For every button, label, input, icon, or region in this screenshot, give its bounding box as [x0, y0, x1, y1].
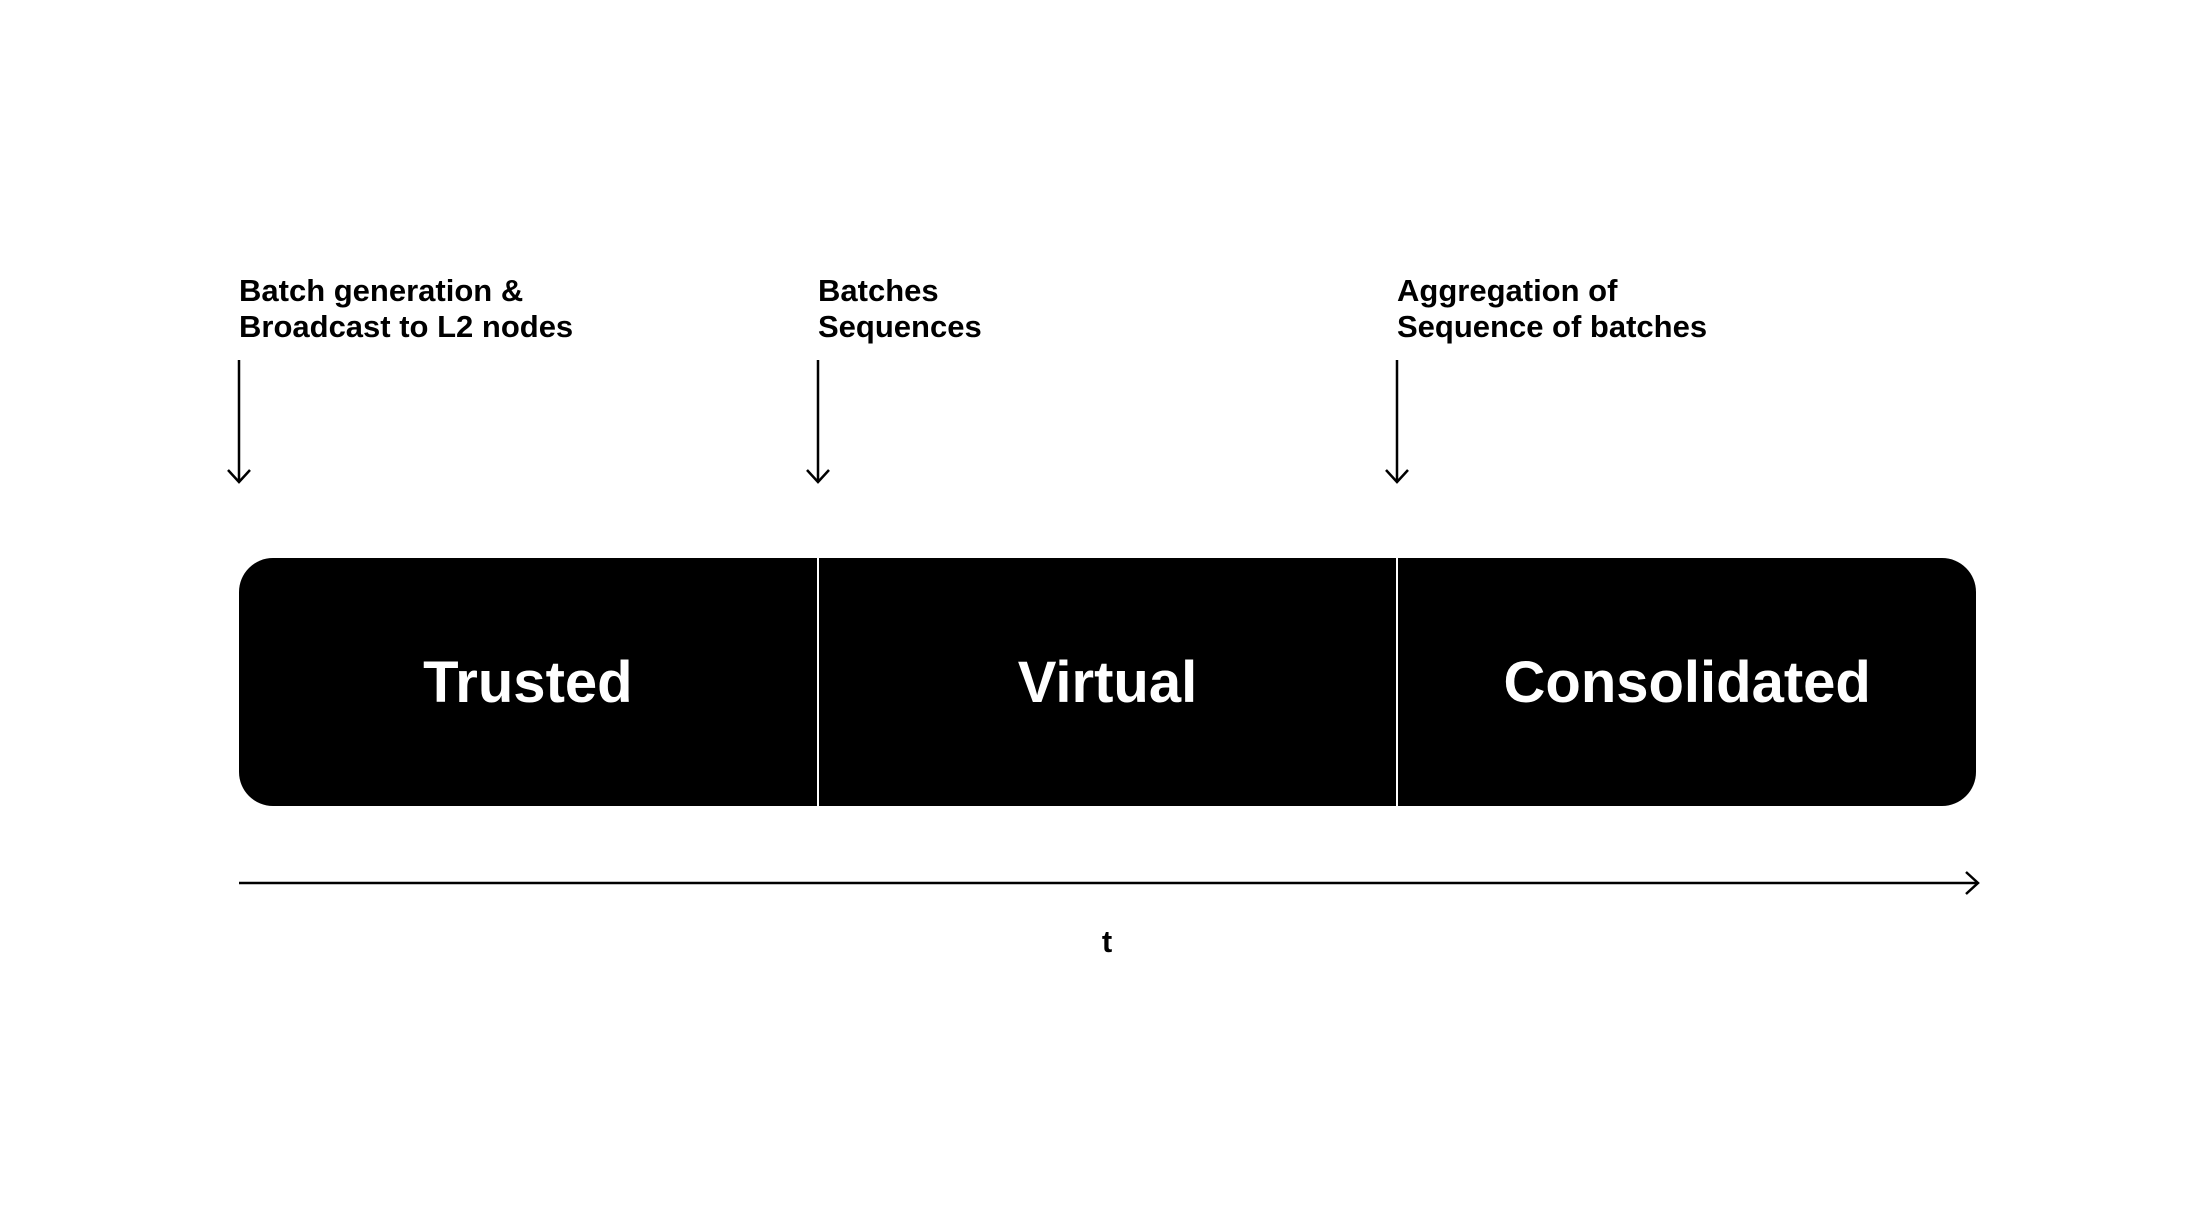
phase-trusted: Trusted: [423, 649, 633, 715]
annotation-line: Sequence of batches: [1397, 309, 1708, 344]
time-axis-label: t: [1101, 924, 1113, 959]
annotation-line: Batches: [818, 273, 939, 308]
annotation-line: Aggregation of: [1397, 273, 1618, 308]
annotation-line: Broadcast to L2 nodes: [239, 309, 574, 344]
phase-bar: Trusted Virtual Consolidated: [239, 558, 1976, 806]
stage-annotation: Batch generation & Broadcast to L2 nodes: [239, 273, 573, 345]
annotation-line: Sequences: [818, 309, 982, 344]
down-arrow-icon: [1385, 360, 1409, 484]
phase-consolidated: Consolidated: [1396, 558, 1976, 806]
down-arrow-icon: [806, 360, 830, 484]
stage-annotation: Aggregation of Sequence of batches: [1397, 273, 1707, 345]
phase-virtual: Virtual: [816, 558, 1397, 806]
stage-annotation: Batches Sequences: [818, 273, 982, 345]
time-axis-arrow-icon: [239, 871, 1980, 895]
annotation-line: Batch generation &: [239, 273, 524, 308]
down-arrow-icon: [227, 360, 251, 484]
